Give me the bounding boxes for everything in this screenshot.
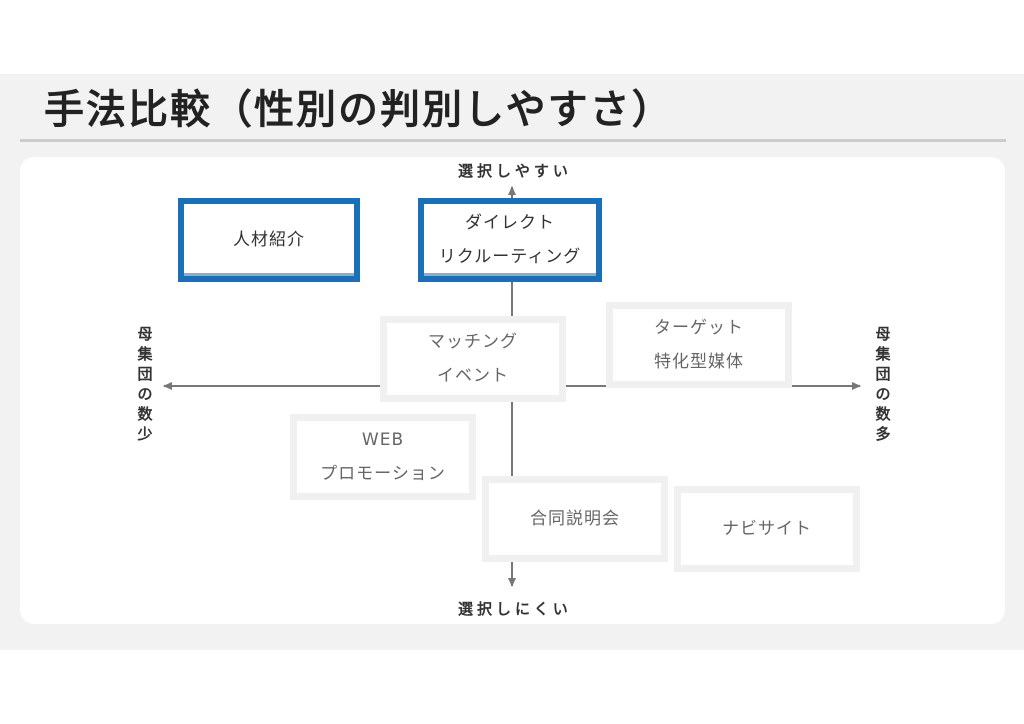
method-label: 人材紹介 bbox=[233, 230, 305, 250]
axis-label-right: 母集団の数多 bbox=[875, 325, 891, 443]
method-box-web: WEB プロモーション bbox=[290, 414, 476, 500]
method-box-direct: ダイレクト リクルーティング bbox=[418, 198, 602, 282]
method-label: 特化型媒体 bbox=[654, 352, 744, 372]
method-box-navi: ナビサイト bbox=[674, 486, 860, 572]
method-box-matching: マッチング イベント bbox=[380, 316, 566, 402]
method-label: ナビサイト bbox=[722, 519, 812, 539]
axis-label-top: 選択しやすい bbox=[458, 162, 572, 180]
method-label: ターゲット bbox=[654, 318, 744, 338]
axis-label-left: 母集団の数少 bbox=[137, 325, 153, 443]
method-label: ダイレクト bbox=[465, 213, 555, 233]
method-box-goudou: 合同説明会 bbox=[482, 476, 668, 562]
method-label: リクルーティング bbox=[438, 247, 582, 267]
axis-label-bottom: 選択しにくい bbox=[458, 600, 572, 618]
method-label: 合同説明会 bbox=[530, 509, 620, 529]
method-box-jinzai: 人材紹介 bbox=[178, 198, 360, 282]
method-label: マッチング bbox=[428, 332, 518, 352]
method-label: プロモーション bbox=[320, 464, 446, 484]
page-title: 手法比較（性別の判別しやすさ） bbox=[44, 87, 674, 133]
method-label: イベント bbox=[437, 366, 509, 386]
title-divider bbox=[20, 139, 1006, 142]
method-box-target: ターゲット 特化型媒体 bbox=[606, 302, 792, 388]
method-label: WEB bbox=[361, 430, 405, 450]
